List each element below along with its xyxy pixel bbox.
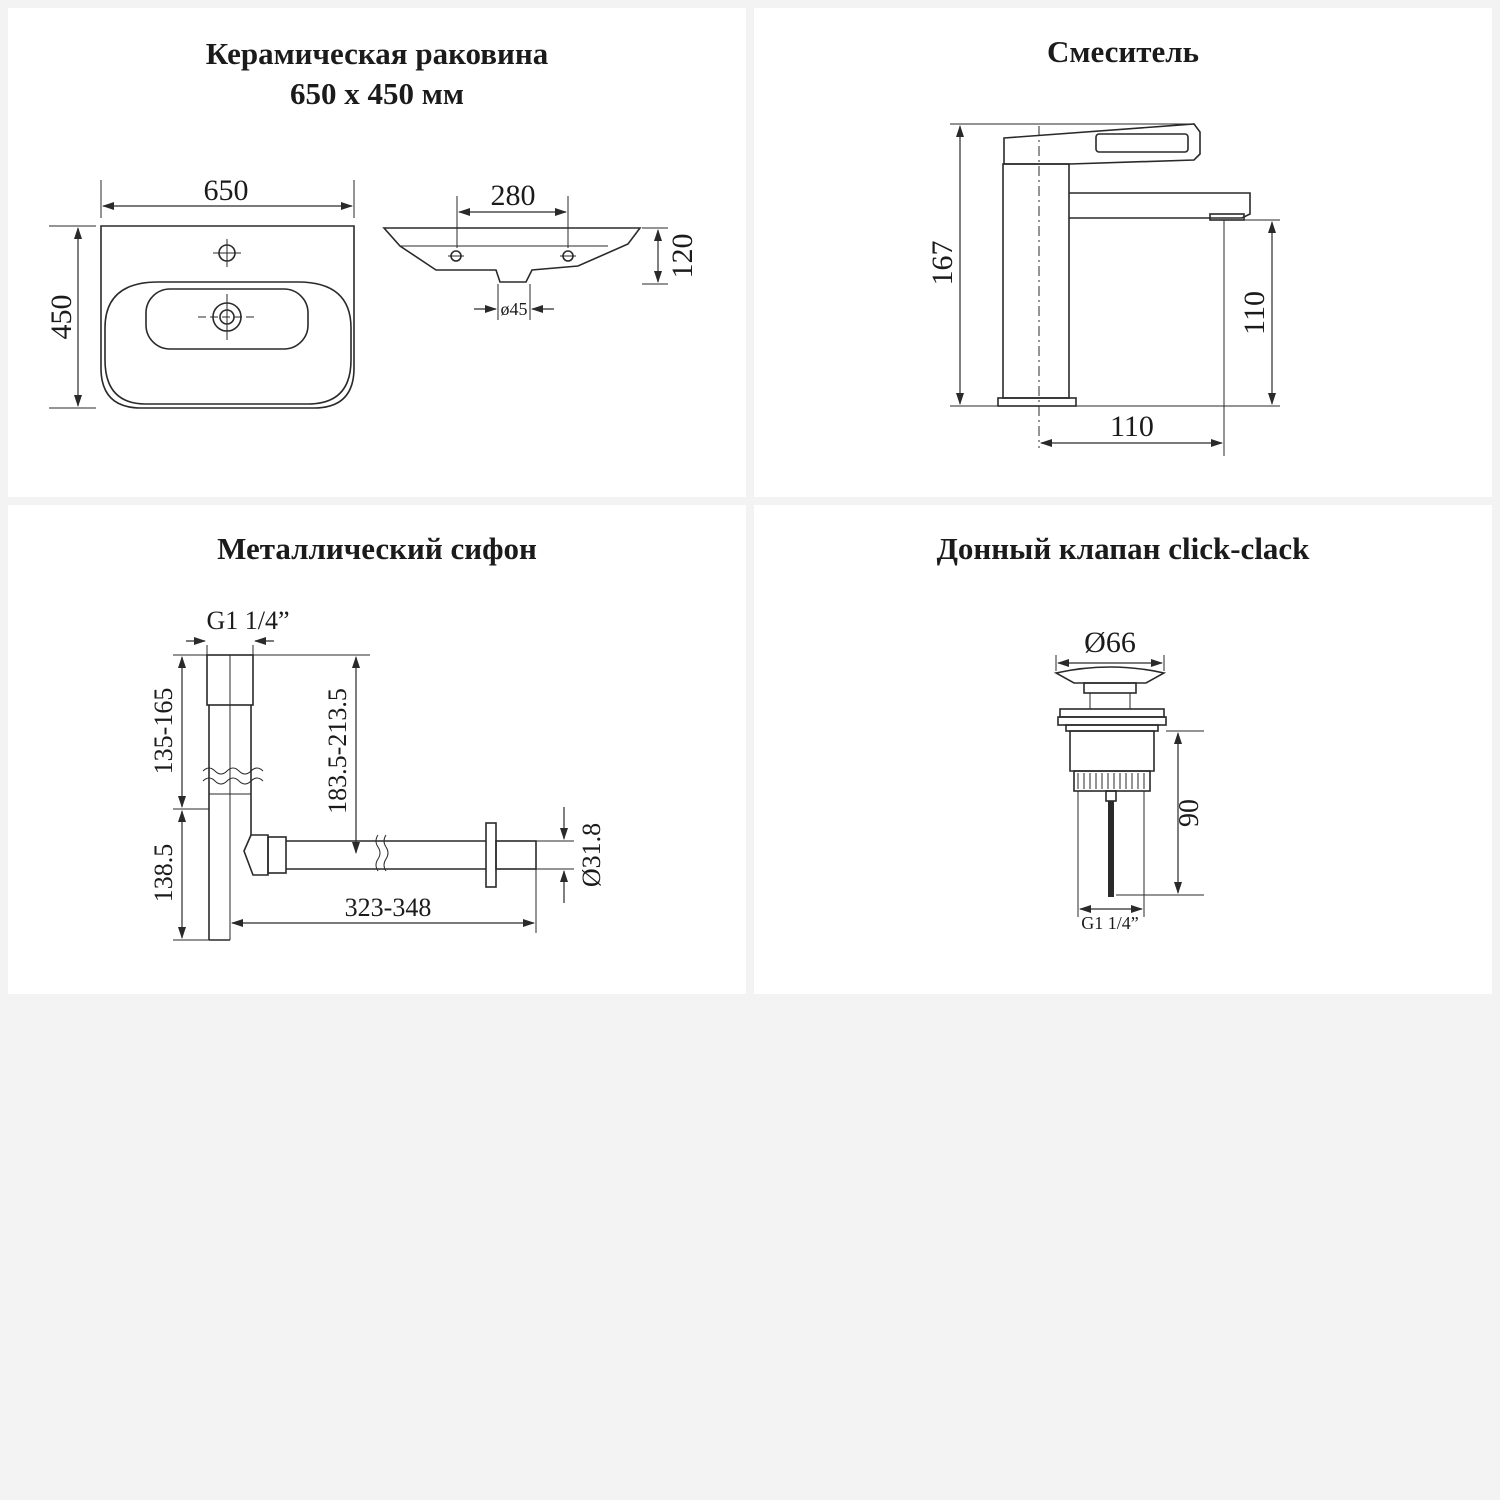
- valve-stem: [1108, 801, 1114, 897]
- siphon-flange: [485, 822, 497, 888]
- valve-panel: Донный клапан click-clack: [754, 505, 1492, 994]
- faucet-height-label: 167: [926, 241, 959, 286]
- siphon-lower-label: 138.5: [149, 844, 178, 903]
- sink-panel: Керамическая раковина 650 x 450 мм: [8, 8, 746, 497]
- siphon-upper-label: 135-165: [149, 688, 178, 775]
- sink-top-outline: [100, 225, 355, 409]
- sink-title-line2: 650 x 450 мм: [290, 76, 464, 111]
- siphon-panel: Металлический сифон G1 1/4”: [8, 505, 746, 994]
- siphon-drawing: G1 1/4” 135-165 138.5 183.5-213.5 323-34…: [149, 606, 606, 941]
- faucet-title: Смеситель: [1046, 34, 1200, 69]
- valve-thread-label: G1 1/4”: [1081, 913, 1139, 933]
- faucet-handle: [1003, 123, 1201, 165]
- siphon-length-label: 323-348: [345, 893, 432, 922]
- drain-diameter-label: ø45: [501, 299, 528, 319]
- siphon-title: Металлический сифон: [217, 531, 537, 566]
- sink-depth-label: 450: [45, 295, 78, 340]
- valve-cap: [1053, 666, 1167, 684]
- holes-spacing-label: 280: [491, 179, 536, 212]
- valve-cap-label: Ø66: [1084, 626, 1136, 659]
- faucet-reach-label: 110: [1110, 410, 1154, 443]
- faucet-spout-height-label: 110: [1238, 291, 1271, 335]
- sink-basin-inner: [145, 288, 309, 350]
- valve-drawing: Ø66 90 G1 1/4”: [1053, 626, 1205, 933]
- sink-basin-outer: [104, 281, 352, 405]
- siphon-diameter-label: Ø31.8: [577, 823, 606, 887]
- tap-hole-icon: [213, 239, 241, 267]
- siphon-thread-label: G1 1/4”: [206, 606, 289, 635]
- sink-width-label: 650: [204, 174, 249, 207]
- drain-hole-icon: [198, 294, 258, 340]
- faucet-panel: Смеситель 167 110 110: [754, 8, 1492, 497]
- valve-height-label: 90: [1174, 799, 1205, 827]
- valve-thread: [1073, 770, 1151, 792]
- siphon-outlet-height-label: 183.5-213.5: [323, 688, 352, 814]
- faucet-drawing: 167 110 110: [926, 123, 1280, 456]
- faucet-spout: [1069, 192, 1251, 219]
- side-hole-icon: [448, 250, 464, 262]
- valve-title: Донный клапан click-clack: [936, 531, 1310, 566]
- sink-height-label: 120: [666, 234, 699, 279]
- valve-flange: [1059, 708, 1165, 718]
- faucet-base: [997, 397, 1077, 407]
- faucet-body: [1002, 163, 1070, 399]
- sink-title-line1: Керамическая раковина: [205, 36, 549, 71]
- side-hole-icon: [560, 250, 576, 262]
- sink-drawing: 650 450 280 120 ø45: [45, 174, 699, 409]
- sink-side-outline: [382, 227, 642, 283]
